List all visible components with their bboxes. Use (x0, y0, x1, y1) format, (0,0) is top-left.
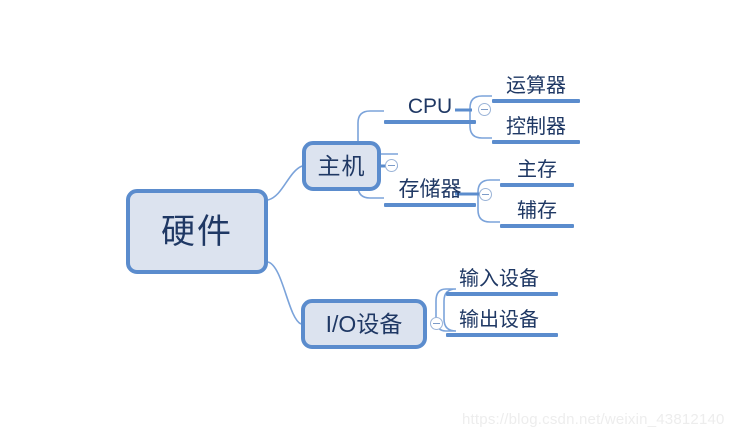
node-control-unit[interactable]: 控制器 (492, 117, 580, 144)
connector-root-to-host (267, 165, 303, 201)
connector-storage-fork (477, 179, 500, 223)
node-host-label: 主机 (317, 152, 366, 179)
node-io-device[interactable]: I/O设备 (301, 299, 427, 349)
node-main-memory[interactable]: 主存 (500, 160, 574, 187)
node-aux-memory-underline (500, 224, 574, 228)
node-control-unit-label: 控制器 (506, 116, 566, 138)
node-aux-memory-label: 辅存 (517, 200, 557, 222)
node-cpu-label: CPU (407, 95, 453, 118)
watermark: https://blog.csdn.net/weixin_43812140 (462, 411, 725, 428)
root-node-label: 硬件 (161, 212, 233, 251)
node-main-memory-underline (500, 183, 574, 187)
node-input-device-label: 输入设备 (459, 268, 539, 290)
collapse-minus-icon-cpu[interactable] (478, 103, 491, 116)
collapse-minus-icon-storage[interactable] (479, 188, 492, 201)
node-alu[interactable]: 运算器 (492, 76, 580, 103)
node-storage-underline (384, 203, 476, 207)
node-output-device[interactable]: 输出设备 (446, 310, 558, 337)
node-output-device-underline (446, 333, 558, 337)
node-storage[interactable]: 存储器 (384, 179, 476, 207)
node-storage-label: 存储器 (398, 178, 462, 201)
node-output-device-label: 输出设备 (459, 309, 539, 331)
node-alu-label: 运算器 (506, 75, 566, 97)
node-host[interactable]: 主机 (302, 141, 381, 191)
collapse-minus-icon-io[interactable] (430, 317, 443, 330)
node-cpu[interactable]: CPU (384, 96, 476, 124)
node-input-device-underline (446, 292, 558, 296)
node-cpu-underline (384, 120, 476, 124)
root-node-hardware[interactable]: 硬件 (126, 189, 268, 274)
node-input-device[interactable]: 输入设备 (446, 269, 558, 296)
node-alu-underline (492, 99, 580, 103)
connector-root-to-io (267, 261, 302, 325)
collapse-minus-icon-host[interactable] (385, 159, 398, 172)
node-aux-memory[interactable]: 辅存 (500, 201, 574, 228)
node-io-device-label: I/O设备 (325, 310, 403, 337)
node-main-memory-label: 主存 (517, 159, 557, 181)
node-control-unit-underline (492, 140, 580, 144)
